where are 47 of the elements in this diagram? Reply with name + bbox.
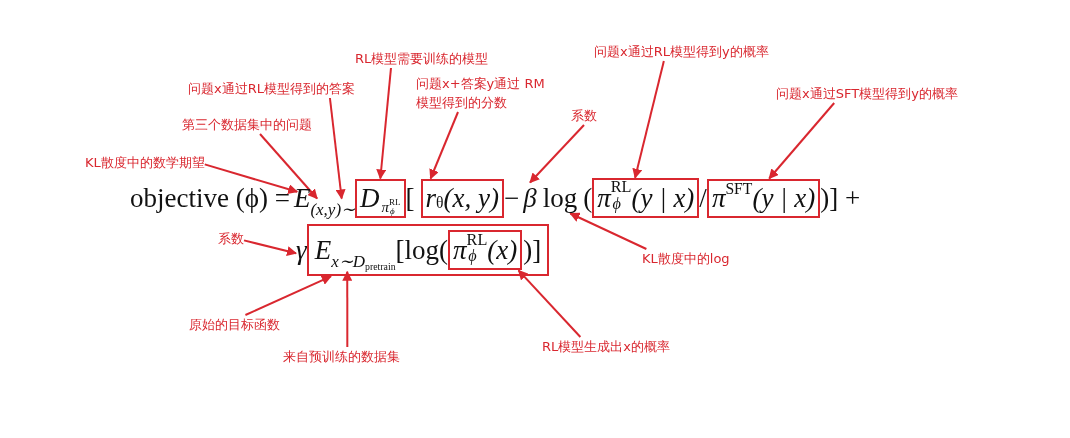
subscript: x∼D$_{pretrain}$ (331, 250, 396, 272)
formula-text: ( (583, 182, 593, 214)
arrow (632, 60, 665, 179)
arrow (517, 269, 582, 338)
annotation-text: RL模型生成出x的概率 (542, 337, 670, 356)
annotation-text: RL模型需要训练的模型 (355, 49, 489, 68)
annotation-text: 系数 (218, 229, 244, 248)
math-symbol: β (523, 182, 537, 214)
math-symbol: E (314, 234, 332, 266)
arrow (243, 239, 297, 256)
arrow (259, 133, 319, 200)
formula-text: [log( (395, 234, 449, 266)
arrow (376, 67, 392, 180)
annotation-text: 问题x+答案y通过 RM模型得到的分数 (416, 74, 556, 112)
math-symbol: γ (296, 234, 307, 266)
formula-text: / (699, 182, 707, 214)
highlight-box: π$^{SFT}$(y | x) (706, 178, 821, 218)
arrow (342, 270, 353, 348)
arrow (529, 124, 585, 184)
formula-text: )] + (820, 182, 861, 214)
formula-text: [ (405, 182, 415, 214)
highlight-box: π$^{RL}$$_{ϕ}$(x) (448, 230, 523, 271)
annotation-text: 第三个数据集中的问题 (182, 115, 312, 134)
annotation-text: KL散度中的数学期望 (85, 153, 205, 172)
annotation-text: 原始的目标函数 (189, 315, 280, 334)
formula-text: objective (ϕ) = (130, 182, 290, 214)
highlight-box: π$^{RL}$$_{ϕ}$(y | x) (592, 177, 700, 219)
arrow (429, 111, 459, 180)
annotation-text: 问题x通过RL模型得到y的概率 (594, 42, 769, 61)
arrow (203, 163, 299, 195)
formula-text: D (360, 182, 380, 214)
arrow (569, 212, 648, 250)
highlight-box (355, 178, 406, 218)
arrow (244, 275, 332, 316)
annotation-text: 来自预训练的数据集 (283, 347, 400, 366)
annotation-text: 系数 (571, 106, 597, 125)
subscript: (x,y)∼ (310, 198, 356, 220)
formula-text: )] (523, 234, 542, 266)
formula-text: − (504, 182, 520, 214)
math-symbol: E (293, 182, 311, 214)
arrow (328, 97, 346, 200)
arrow (768, 102, 836, 180)
annotation-text: 问题x通过RL模型得到的答案 (188, 79, 355, 98)
annotation-text: KL散度中的log (642, 249, 730, 268)
highlight-box (306, 224, 550, 277)
math-function: log (542, 182, 578, 214)
annotation-text: 问题x通过SFT模型得到y的概率 (776, 84, 958, 103)
